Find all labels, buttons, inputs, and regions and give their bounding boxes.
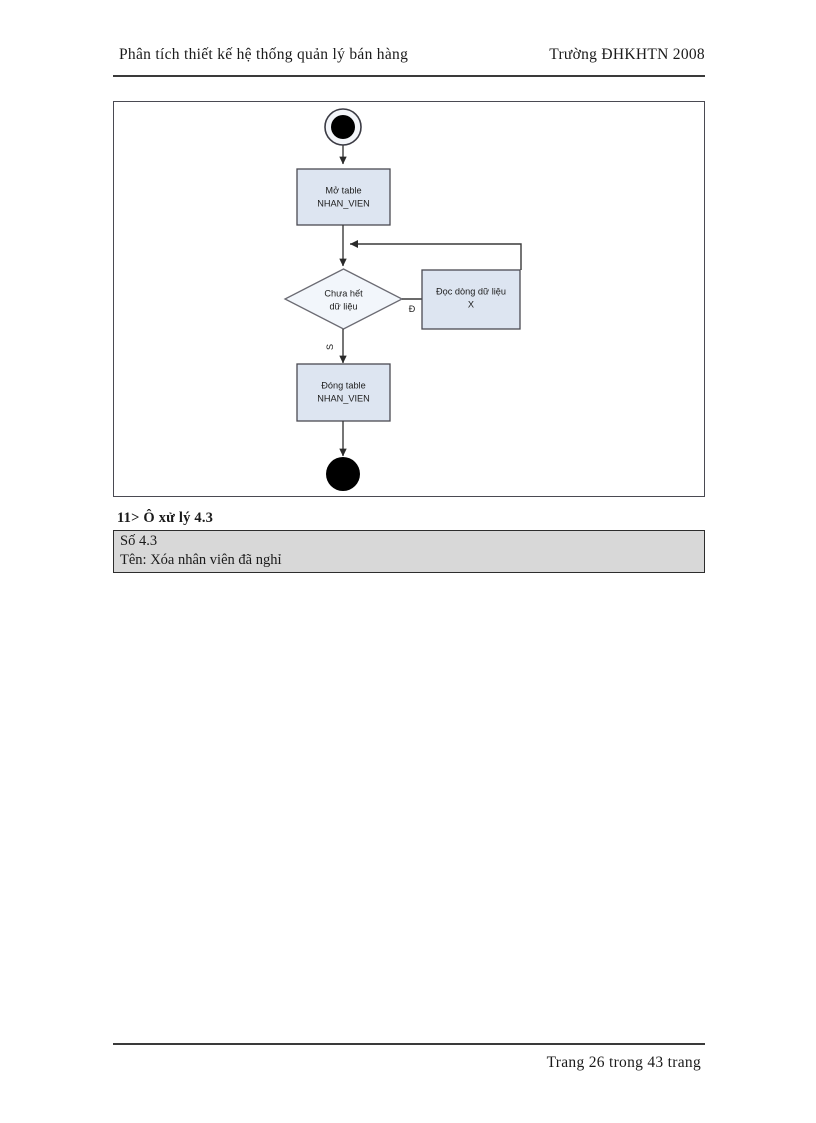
node-close-table: Đóng table NHAN_VIEN — [296, 363, 391, 422]
node-read-row-line1: Đọc dòng dữ liệu — [436, 286, 506, 296]
start-node — [324, 108, 362, 146]
header-divider — [113, 75, 705, 77]
edge-decision-to-close: S — [325, 329, 347, 364]
node-close-table-line1: Đóng table — [321, 380, 365, 390]
section-heading: 11> Ô xử lý 4.3 — [117, 510, 214, 526]
node-read-row-line2: X — [468, 299, 474, 309]
edge-label-yes: Đ — [409, 304, 416, 314]
end-node — [326, 457, 360, 491]
header-left-title: Phân tích thiết kế hệ thống quản lý bán … — [119, 46, 409, 63]
node-check-data-line1: Chưa hết — [324, 288, 363, 298]
node-close-table-line2: NHAN_VIEN — [317, 393, 370, 403]
header-right-title: Trường ĐHKHTN 2008 — [549, 46, 705, 63]
edge-label-no: S — [325, 344, 335, 350]
footer-page-number: Trang 26 trong 43 trang — [546, 1054, 701, 1071]
node-check-data-line2: dữ liệu — [329, 301, 357, 311]
node-open-table-line1: Mở table — [325, 185, 361, 195]
page-header: Phân tích thiết kế hệ thống quản lý bán … — [113, 46, 705, 77]
node-read-row: Đọc dòng dữ liệu X — [421, 269, 521, 330]
footer-divider — [113, 1043, 705, 1045]
node-open-table: Mở table NHAN_VIEN — [296, 168, 391, 226]
info-table-row-number: Số 4.3 — [120, 533, 158, 549]
edge-loopback — [350, 240, 522, 270]
diagram-frame: Mở table NHAN_VIEN Chưa hết dữ liệu Đ — [113, 101, 705, 497]
node-open-table-line2: NHAN_VIEN — [317, 198, 370, 208]
activity-diagram: Mở table NHAN_VIEN Chưa hết dữ liệu Đ — [283, 108, 522, 491]
info-table: Số 4.3 Tên: Xóa nhân viên đã nghỉ — [113, 530, 705, 573]
info-table-row-name: Tên: Xóa nhân viên đã nghỉ — [120, 552, 282, 568]
node-check-data: Chưa hết dữ liệu — [283, 268, 404, 330]
